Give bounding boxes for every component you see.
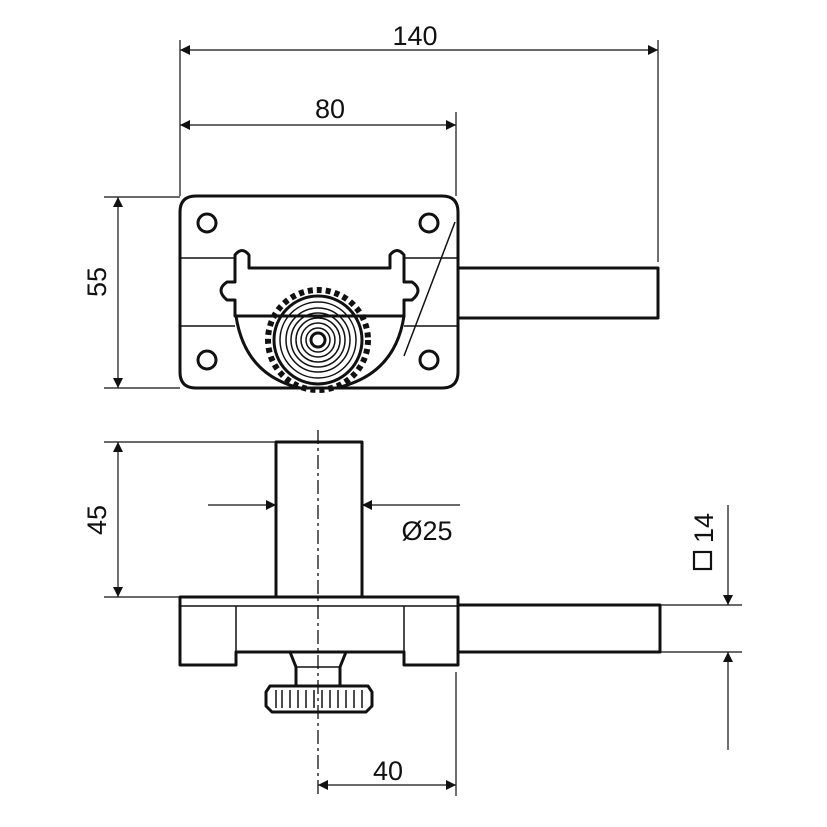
dim-plate-height: 55	[82, 267, 112, 297]
dim-plate-length: 80	[315, 94, 345, 124]
dim-bar-section: 14	[689, 513, 719, 543]
column	[274, 440, 364, 597]
dim-column-diameter: Ø25	[401, 516, 452, 546]
top-view: 140 80 55	[82, 21, 660, 393]
square-bar-side	[458, 603, 662, 654]
screw-hole-icon	[196, 349, 218, 371]
slide-slot	[219, 249, 420, 318]
square-section-icon	[692, 550, 713, 571]
side-view: 45 Ø25 14 40	[82, 430, 742, 796]
mounting-plate	[178, 194, 460, 390]
screw-hole-icon	[418, 212, 440, 234]
dim-overall-length: 140	[392, 21, 437, 51]
adjustment-knob-icon	[265, 287, 371, 393]
square-bar	[458, 266, 660, 320]
screw-hole-icon	[418, 349, 440, 371]
knurled-knob-icon	[264, 684, 374, 714]
base-plate	[178, 595, 460, 667]
dim-column-height: 45	[82, 505, 112, 535]
screw-hole-icon	[196, 212, 218, 234]
dim-knob-offset: 40	[373, 756, 403, 786]
